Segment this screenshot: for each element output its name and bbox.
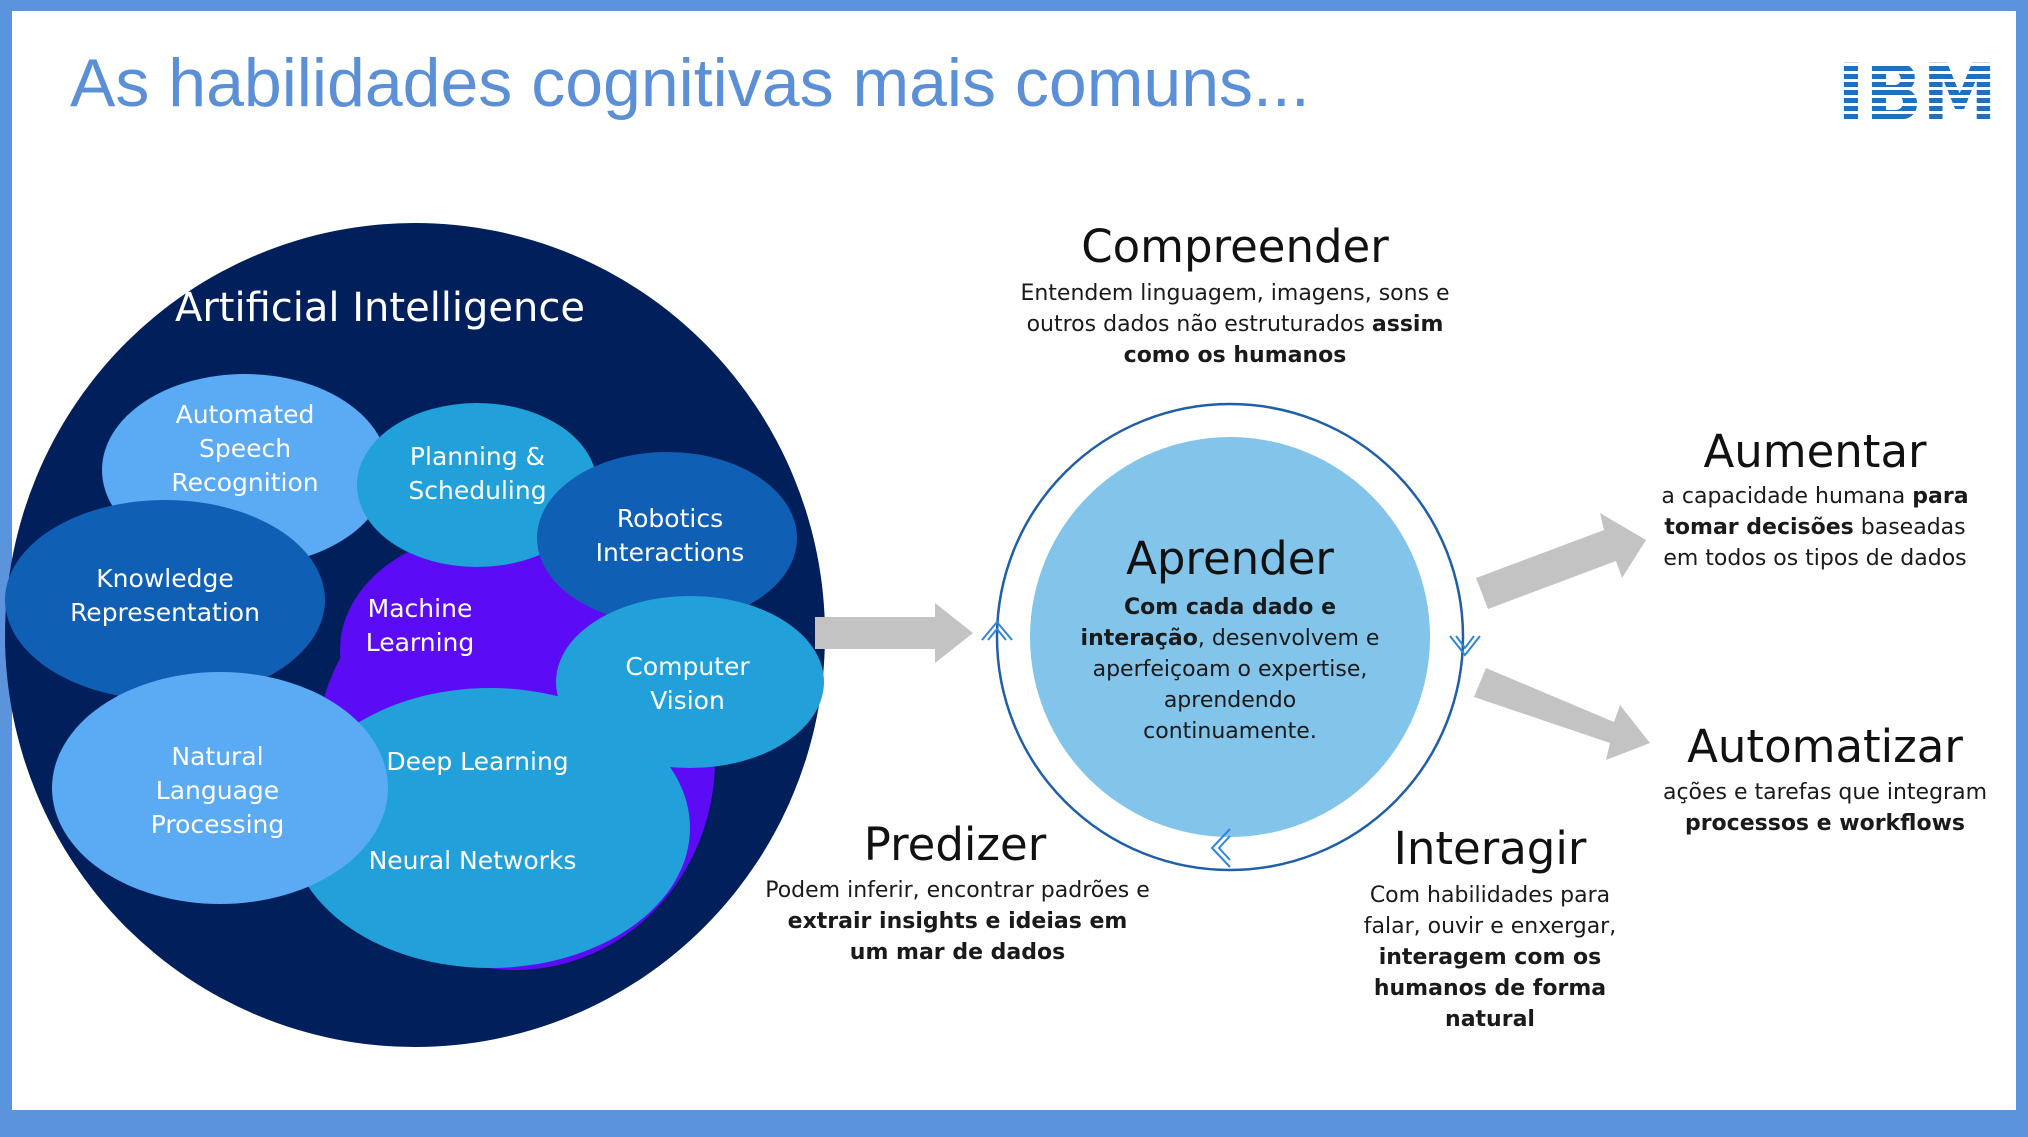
center-desc: Com cada dado e interação, desenvolvem e… bbox=[1075, 592, 1385, 747]
compreender-desc-bold: assim como os humanos bbox=[1123, 312, 1444, 368]
automatizar-desc-bold: processos e workflows bbox=[1684, 811, 1966, 836]
neural-networks-label: Neural Networks bbox=[368, 846, 577, 875]
arrow-to-aumentar bbox=[1476, 513, 1646, 609]
aumentar-desc-plain1: a capacidade humana bbox=[1661, 484, 1913, 509]
aumentar-desc-plain2: baseadas em todos os tipos de dados bbox=[1663, 515, 1967, 571]
planning-label: Planning & Scheduling bbox=[408, 442, 547, 505]
compreender-title: Compreender bbox=[1081, 220, 1389, 273]
planning-ellipse bbox=[357, 403, 597, 567]
robotics-label: Robotics Interactions bbox=[595, 504, 745, 567]
predizer-desc-bold: extrair insights e ideias em um mar de d… bbox=[787, 909, 1128, 965]
compreender-desc-plain: Entendem linguagem, imagens, sons e outr… bbox=[1020, 281, 1450, 337]
center-desc-bold: Com cada dado e interação bbox=[1080, 595, 1337, 651]
center-desc-rest: , desenvolvem e aperfeiçoam o expertise,… bbox=[1092, 626, 1380, 744]
interagir-desc: Com habilidades para falar, ouvir e enxe… bbox=[1340, 880, 1640, 1035]
interagir-title: Interagir bbox=[1393, 822, 1587, 875]
deep-learning-label: Deep Learning bbox=[386, 747, 569, 776]
aumentar-desc: a capacidade humana para tomar decisões … bbox=[1655, 481, 1975, 574]
compreender-desc: Entendem linguagem, imagens, sons e outr… bbox=[990, 278, 1480, 371]
predizer-desc-plain: Podem inferir, encontrar padrões e bbox=[765, 878, 1150, 903]
interagir-desc-bold: interagem com os humanos de forma natura… bbox=[1373, 945, 1607, 1032]
knowledge-ellipse bbox=[5, 500, 325, 700]
automatizar-desc-plain: ações e tarefas que integram bbox=[1662, 780, 1988, 805]
ring-chevron-right bbox=[1449, 635, 1481, 657]
svg-text:IBM: IBM bbox=[1837, 50, 1997, 130]
dl-nn-ellipse bbox=[290, 688, 690, 968]
predizer-desc: Podem inferir, encontrar padrões e extra… bbox=[765, 875, 1150, 968]
cycle-ring bbox=[995, 402, 1465, 872]
page-title: As habilidades cognitivas mais comuns... bbox=[70, 45, 1310, 121]
vision-ellipse bbox=[556, 596, 824, 768]
ai-title: Artificial Intelligence bbox=[175, 285, 585, 331]
arrow-to-automatizar bbox=[1474, 668, 1650, 760]
nlp-ellipse bbox=[52, 672, 388, 904]
predizer-title: Predizer bbox=[863, 818, 1047, 871]
automatizar-title: Automatizar bbox=[1687, 720, 1963, 773]
ring-chevron-bottom bbox=[1210, 828, 1231, 868]
center-title: Aprender bbox=[1126, 532, 1334, 585]
ring-chevron-left bbox=[981, 620, 1013, 641]
ml-label: Machine Learning bbox=[365, 594, 475, 657]
nlp-label: Natural Language Processing bbox=[150, 742, 285, 839]
cycle-center bbox=[1030, 437, 1430, 837]
knowledge-label: Knowledge Representation bbox=[70, 564, 260, 627]
asr-label: Automated Speech Recognition bbox=[171, 400, 319, 497]
aumentar-title: Aumentar bbox=[1703, 425, 1927, 478]
arrow-to-cycle bbox=[815, 603, 973, 663]
ibm-logo: IBM IBM bbox=[1835, 49, 2005, 139]
vision-label: Computer Vision bbox=[625, 652, 750, 715]
ibm-logo-graphic: IBM bbox=[1837, 49, 1997, 139]
automatizar-desc: ações e tarefas que integram processos e… bbox=[1655, 777, 1995, 839]
interagir-desc-plain: Com habilidades para falar, ouvir e enxe… bbox=[1363, 883, 1617, 939]
robotics-ellipse bbox=[537, 452, 797, 624]
aumentar-desc-bold: para tomar decisões bbox=[1664, 484, 1969, 540]
